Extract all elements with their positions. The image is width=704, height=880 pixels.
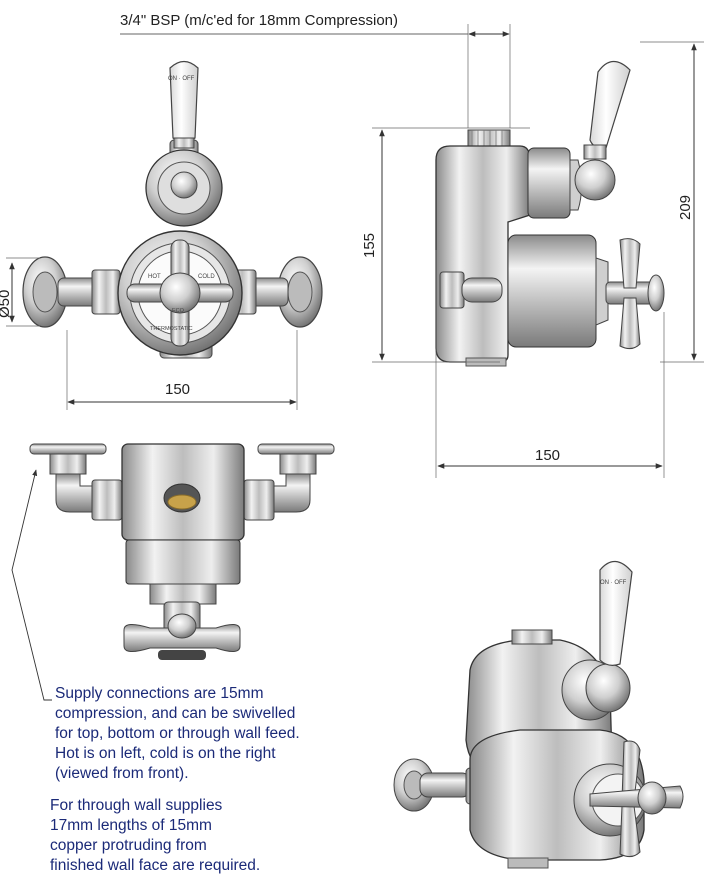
eco-mark: ECO (172, 308, 185, 314)
supply-note-line: Supply connections are 15mm (55, 685, 264, 702)
lever-boss (574, 159, 616, 201)
iso-lever-boss (585, 663, 631, 713)
on-off-mark: ON · OFF (168, 76, 195, 82)
height-155-label: 155 (361, 233, 378, 258)
top-hot-plate (29, 443, 107, 455)
through-wall-note-line: finished wall face are required. (50, 857, 261, 874)
hot-supply-nut (91, 269, 121, 315)
through-wall-note-line: 17mm lengths of 15mm (50, 817, 212, 834)
supply-note-line: Hot is on left, cold is on the right (55, 745, 276, 762)
top-cold-plate (257, 443, 335, 455)
thermostatic-mark: THERMOSTATIC (150, 326, 193, 332)
side-lever-handle (589, 60, 631, 149)
top-view (29, 443, 335, 660)
side-dimensions: 3/4" BSP (m/c'ed for 18mm Compression) 1… (120, 12, 704, 478)
temperature-window (167, 494, 197, 510)
front-dimensions: Ø50 150 (0, 257, 298, 410)
lower-cartridge (507, 234, 597, 348)
supply-note-line: for top, bottom or through wall feed. (55, 725, 300, 742)
iso-on-off-mark: ON · OFF (600, 580, 627, 586)
height-209-label: 209 (677, 195, 694, 220)
through-wall-note-line: copper protruding from (50, 837, 207, 854)
outlet-thread (467, 129, 511, 147)
front-width-label: 150 (165, 381, 190, 398)
side-view (435, 60, 665, 367)
isometric-view: ON · OFF (393, 560, 684, 869)
supply-note-line: (viewed from front). (55, 765, 189, 782)
supply-connections-note: Supply connections are 15mm compression,… (55, 684, 300, 784)
iso-lever-handle (599, 560, 633, 666)
iso-outlet-thread (511, 629, 553, 645)
depth-150-label: 150 (535, 447, 560, 464)
through-wall-note: For through wall supplies 17mm lengths o… (50, 796, 260, 876)
front-view: HOT COLD THERMOSTATIC ECO ON · OFF (22, 60, 323, 359)
supply-note-line: compression, and can be swivelled (55, 705, 296, 722)
diameter-label: Ø50 (0, 290, 13, 318)
through-wall-note-line: For through wall supplies (50, 797, 223, 814)
cold-mark: COLD (198, 274, 215, 280)
note-leader-line (11, 469, 52, 701)
flow-lever-handle (169, 60, 199, 143)
hot-mark: HOT (148, 274, 161, 280)
thread-spec-label: 3/4" BSP (m/c'ed for 18mm Compression) (120, 12, 398, 29)
